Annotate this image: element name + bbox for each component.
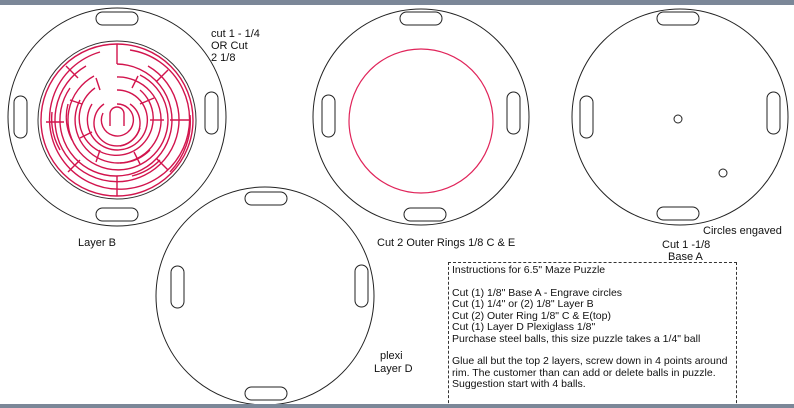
base-a-outline [571,8,789,226]
cut-note-line-2: OR Cut [211,40,248,52]
base-a-slot-right [766,91,781,135]
layer-d-label-line-2: Layer D [374,363,413,375]
instruction-step: Purchase steel balls, this size puzzle t… [452,332,701,345]
layer-b-slot-left [13,95,28,139]
engraved-circle-2 [718,168,728,178]
layer-b-slot-bottom [95,207,139,222]
instruction-step: Cut (2) Outer Ring 1/8" C & E(top) [452,309,611,322]
layer-d-label-line-1: plexi [380,350,403,362]
layer-d-slot-left [170,265,185,309]
outer-ring-slot-right [506,91,521,135]
cut-note-line-1: cut 1 - 1/4 [211,28,260,40]
maze-pattern [37,40,197,200]
layer-d-slot-bottom [244,386,288,401]
instruction-step: Cut (1) 1/4" or (2) 1/8" Layer B [452,298,594,310]
circles-engraved-label: Circles engaved [703,225,782,237]
outer-ring-slot-bottom [403,207,447,222]
layer-b-outline [7,7,227,227]
layer-d-slot-top [244,191,288,206]
layer-d-slot-right [354,264,369,308]
base-a-label-line-2: Base A [668,251,703,263]
outer-ring-inner-cut [348,48,494,194]
base-a-slot-left [579,95,594,139]
cut-note-line-3: 2 1/8 [211,52,236,64]
instructions-note: Glue all but the top 2 layers, screw dow… [452,355,728,390]
outer-ring-slot-left [321,94,336,138]
outer-ring-outline [312,8,530,226]
window-top-border [0,0,794,5]
layer-b-label: Layer B [78,237,116,249]
engraved-circle-1 [673,114,683,124]
layer-b-slot-right [204,91,219,135]
instructions-box: Instructions for 6.5" Maze Puzzle Cut (1… [448,262,737,408]
base-a-slot-top [656,11,700,26]
outer-rings-label: Cut 2 Outer Rings 1/8 C & E [377,237,516,249]
instructions-title: Instructions for 6.5" Maze Puzzle [452,264,606,276]
outer-ring-disc [312,8,530,226]
base-a-disc [571,8,789,226]
layer-b-slot-top [95,11,139,26]
layer-d-disc [155,186,375,406]
outer-ring-slot-top [399,11,443,26]
instruction-step: Cut (1) 1/8" Base A - Engrave circles [452,286,623,299]
base-a-slot-bottom [656,206,700,221]
base-a-label-line-1: Cut 1 -1/8 [662,239,711,251]
layer-d-outline [155,186,375,406]
instruction-step: Cut (1) Layer D Plexiglass 1/8" [452,321,596,333]
layer-b-disc [7,7,227,227]
window-bottom-border [0,404,794,408]
